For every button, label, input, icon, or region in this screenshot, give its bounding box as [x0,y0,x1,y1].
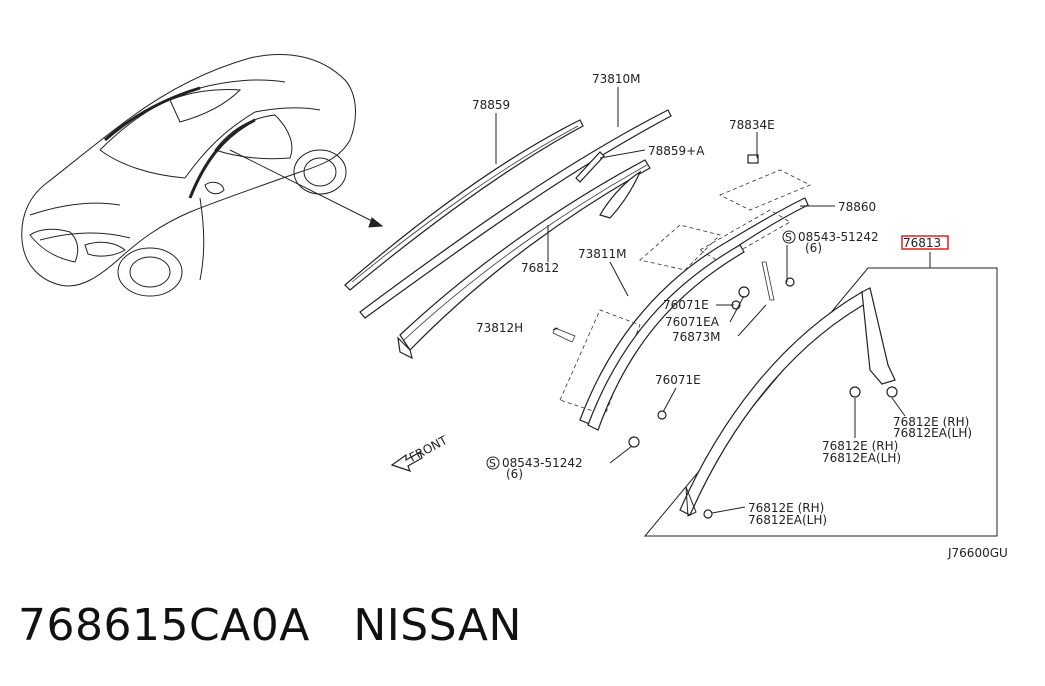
label-08543-bottom-qty: (6) [506,467,523,481]
label-screw-s-bottom: S [489,457,496,470]
label-76071ea: 76071EA [665,315,720,329]
label-73810m: 73810M [592,72,641,86]
label-clip-b-lh: 76812EA(LH) [822,451,901,465]
car-illustration [21,53,384,297]
front-arrow-icon [390,451,423,472]
label-76071e-b: 76071E [655,373,701,387]
label-78834e: 78834E [729,118,775,132]
label-clip-b-rh: 76812E (RH) [822,439,898,453]
label-78860: 78860 [838,200,876,214]
label-clip-c-rh: 76812E (RH) [748,501,824,515]
label-clip-c-lh: 76812EA(LH) [748,513,827,527]
label-screw-s-top: S [785,231,792,244]
label-08543-bottom: 08543-51242 [502,456,583,470]
label-73811m: 73811M [578,247,627,261]
screw-lower [628,410,667,448]
part-number: 768615CA0A [18,600,310,651]
door-sash-moulding-76812 [397,159,651,360]
label-08543-top-qty: (6) [805,241,822,255]
part-caption: 768615CA0A NISSAN [18,600,522,651]
detail-box [643,252,998,537]
label-front: FRONT [407,433,450,465]
label-76812: 76812 [521,261,559,275]
brand-name: NISSAN [353,600,522,651]
highlight-box [901,235,949,250]
label-08543-top: 08543-51242 [798,230,879,244]
label-78859-plus-a: 78859+A [648,144,705,158]
label-clip-a-rh: 76812E (RH) [893,415,969,429]
label-73812h: 73812H [476,321,523,335]
label-78859: 78859 [472,98,510,112]
wire-73812h [552,327,576,343]
leader-lines [495,87,906,514]
roof-moulding-73810m [359,109,672,319]
label-76071e-a: 76071E [663,298,709,312]
screw-symbol-icon [486,230,796,470]
label-76813: 76813 [903,236,941,250]
weatherstrip-73811m [587,244,745,431]
label-76873m: 76873M [672,330,721,344]
finisher-78859-plus-a [575,151,605,183]
diagram-code: J76600GU [947,546,1008,560]
roof-moulding-78859 [344,119,584,291]
clip-78834e [747,154,759,164]
trim-piece-pillar [599,170,642,219]
label-clip-a-lh: 76812EA(LH) [893,426,972,440]
